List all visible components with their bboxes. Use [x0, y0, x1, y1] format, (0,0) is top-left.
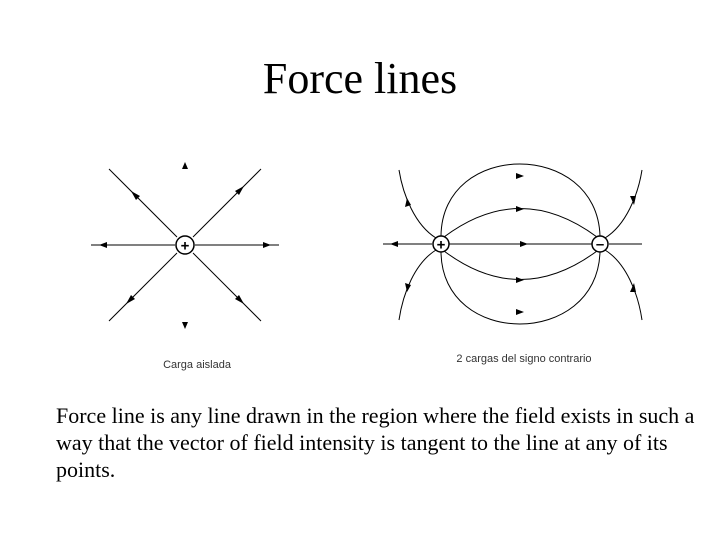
positive-charge-sign: +	[181, 238, 190, 255]
arrow-inner-lower-icon	[516, 277, 524, 283]
arrow-far-lower-right-icon	[630, 283, 636, 292]
arrow-lower-right-icon	[235, 295, 244, 304]
dipole-outer-lower-arc	[440, 251, 601, 325]
arrow-axis-left-icon	[390, 241, 398, 247]
dipole-positive-circle	[432, 235, 450, 253]
dipole-outer-upper-arc	[440, 163, 601, 237]
arrow-upper-left-icon	[131, 191, 140, 200]
isolated-charge-arrows	[99, 162, 271, 329]
dipole-negative-circle	[591, 235, 609, 253]
force-lines-diagram: + Carga aislada + – 2 cargas del signo c…	[91, 162, 643, 371]
dipole-arrows	[390, 173, 636, 315]
dipole-far-upper-left	[398, 169, 437, 239]
arrow-far-upper-left-icon	[405, 198, 411, 207]
arrow-down-icon	[182, 322, 188, 329]
field-line-lower-right	[192, 252, 262, 322]
dipole-positive-sign: +	[437, 237, 446, 254]
field-line-lower-left	[108, 252, 178, 322]
two-charges-caption: 2 cargas del signo contrario	[456, 353, 591, 365]
arrow-outer-lower-icon	[516, 309, 524, 315]
dipole-far-upper-right	[604, 169, 643, 239]
slide-title: Force lines	[262, 54, 458, 103]
field-line-upper-right	[192, 168, 262, 238]
isolated-charge-caption: Carga aislada	[163, 359, 232, 371]
dipole-inner-lower-arc	[443, 250, 598, 280]
definition-paragraph: Force line is any line drawn in the regi…	[56, 403, 695, 482]
arrow-far-upper-right-icon	[630, 196, 636, 205]
arrow-up-icon	[182, 162, 188, 169]
arrow-axis-middle-icon	[520, 241, 528, 247]
positive-charge-circle	[175, 235, 195, 255]
arrow-far-lower-left-icon	[405, 283, 411, 292]
arrow-upper-right-icon	[235, 186, 244, 195]
dipole-negative-sign: –	[596, 236, 604, 253]
dipole-inner-upper-arc	[443, 208, 598, 238]
dipole-far-lower-right	[604, 249, 643, 321]
dipole-far-lower-left	[398, 249, 437, 321]
arrow-outer-upper-icon	[516, 173, 524, 179]
arrow-lower-left-icon	[126, 295, 135, 304]
arrow-right-icon	[263, 242, 271, 248]
arrow-left-icon	[99, 242, 107, 248]
arrow-inner-upper-icon	[516, 206, 524, 212]
field-line-upper-left	[108, 168, 178, 238]
